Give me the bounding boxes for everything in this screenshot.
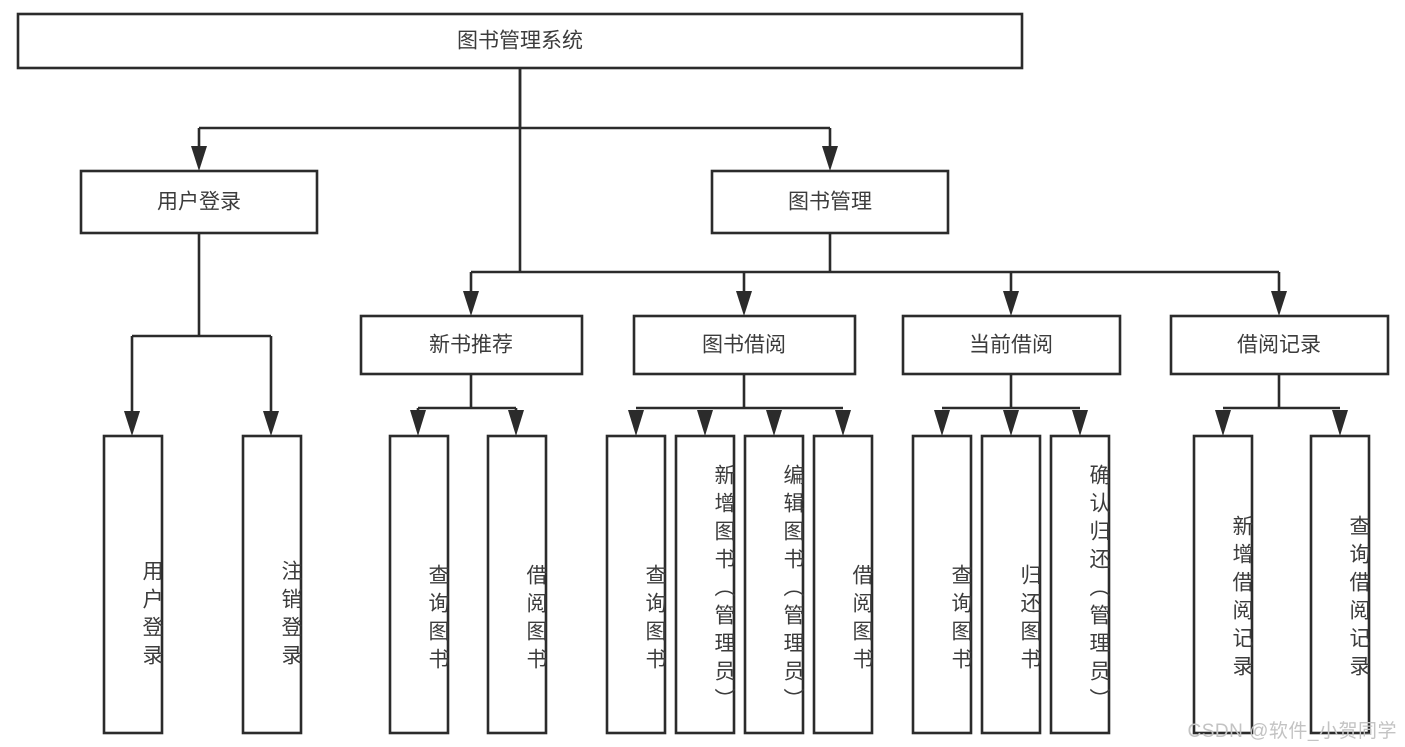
- leaf-box-user-login[interactable]: [102, 434, 164, 735]
- node-borrow-record-box[interactable]: [1169, 314, 1390, 376]
- arrow-icon-login-leaf-1: [124, 411, 140, 436]
- leaf-box-edit-book-admin[interactable]: [743, 434, 805, 735]
- node-new-book-recommend-label: 新书推荐: [429, 334, 513, 357]
- arrow-icon-currentborrow-leaf-1: [934, 410, 950, 436]
- node-book-borrow-label: 图书借阅: [702, 334, 786, 357]
- node-current-borrow-label: 当前借阅: [969, 334, 1053, 357]
- arrow-icon-bookmgmt-child-4: [1271, 291, 1287, 316]
- arrow-icon-bookborrow-leaf-4: [835, 410, 851, 436]
- leaf-box-return-book[interactable]: [980, 434, 1042, 735]
- node-root[interactable]: 图书管理系统: [16, 12, 1024, 70]
- node-new-book-recommend-box[interactable]: [359, 314, 584, 376]
- node-current-borrow-box[interactable]: [901, 314, 1122, 376]
- leaf-box-borrow-book-2[interactable]: [812, 434, 874, 735]
- arrow-icon-borrowrecord-leaf-2: [1332, 410, 1348, 436]
- arrow-icon-root-login: [191, 146, 207, 171]
- node-book-borrow-box[interactable]: [632, 314, 857, 376]
- node-book-borrow[interactable]: 图书借阅: [632, 314, 857, 376]
- node-borrow-record[interactable]: 借阅记录: [1169, 314, 1390, 376]
- watermark-text: CSDN @软件_小贺同学: [1187, 721, 1397, 742]
- connector-group-root: [191, 68, 838, 272]
- arrow-icon-bookborrow-leaf-1: [628, 410, 644, 436]
- leaf-box-query-book-1[interactable]: [388, 434, 450, 735]
- node-user-login-box[interactable]: [79, 169, 319, 235]
- node-book-management[interactable]: 图书管理: [710, 169, 950, 235]
- node-new-book-recommend[interactable]: 新书推荐: [359, 314, 584, 376]
- node-user-login-label: 用户登录: [157, 191, 241, 214]
- arrow-icon-bookborrow-leaf-2: [697, 410, 713, 436]
- leaf-box-query-borrow-record[interactable]: [1309, 434, 1371, 735]
- arrow-icon-bookmgmt-child-2: [736, 291, 752, 316]
- connector-group-user-login: [124, 233, 279, 436]
- node-borrow-record-label: 借阅记录: [1237, 334, 1321, 357]
- arrow-icon-login-leaf-2: [263, 411, 279, 436]
- leaf-box-borrow-book-1[interactable]: [486, 434, 548, 735]
- connector-group-borrow-record: [1215, 374, 1348, 436]
- connector-group-book-borrow: [628, 374, 851, 436]
- node-book-management-label: 图书管理: [788, 191, 872, 214]
- leaf-box-add-book-admin[interactable]: [674, 434, 736, 735]
- arrow-icon-bookmgmt-child-1: [463, 291, 479, 316]
- node-current-borrow[interactable]: 当前借阅: [901, 314, 1122, 376]
- connector-group-current-borrow: [934, 374, 1088, 436]
- leaf-box-query-book-3[interactable]: [911, 434, 973, 735]
- arrow-icon-newbook-leaf-1: [410, 410, 426, 436]
- arrow-icon-newbook-leaf-2: [508, 410, 524, 436]
- node-root-box[interactable]: [16, 12, 1024, 70]
- connector-group-new-book: [410, 374, 524, 436]
- arrow-icon-borrowrecord-leaf-1: [1215, 410, 1231, 436]
- leaf-box-query-book-2[interactable]: [605, 434, 667, 735]
- arrow-icon-bookmgmt-child-3: [1003, 291, 1019, 316]
- node-root-label: 图书管理系统: [457, 30, 583, 53]
- arrow-icon-currentborrow-leaf-2: [1003, 410, 1019, 436]
- node-user-login[interactable]: 用户登录: [79, 169, 319, 235]
- leaf-box-logout[interactable]: [241, 434, 303, 735]
- leaf-box-add-borrow-record[interactable]: [1192, 434, 1254, 735]
- connector-group-book-mgmt: [463, 233, 1287, 316]
- arrow-icon-root-bookmgmt: [822, 146, 838, 171]
- arrow-icon-currentborrow-leaf-3: [1072, 410, 1088, 436]
- leaf-box-confirm-return-admin[interactable]: [1049, 434, 1111, 735]
- node-book-management-box[interactable]: [710, 169, 950, 235]
- arrow-icon-bookborrow-leaf-3: [766, 410, 782, 436]
